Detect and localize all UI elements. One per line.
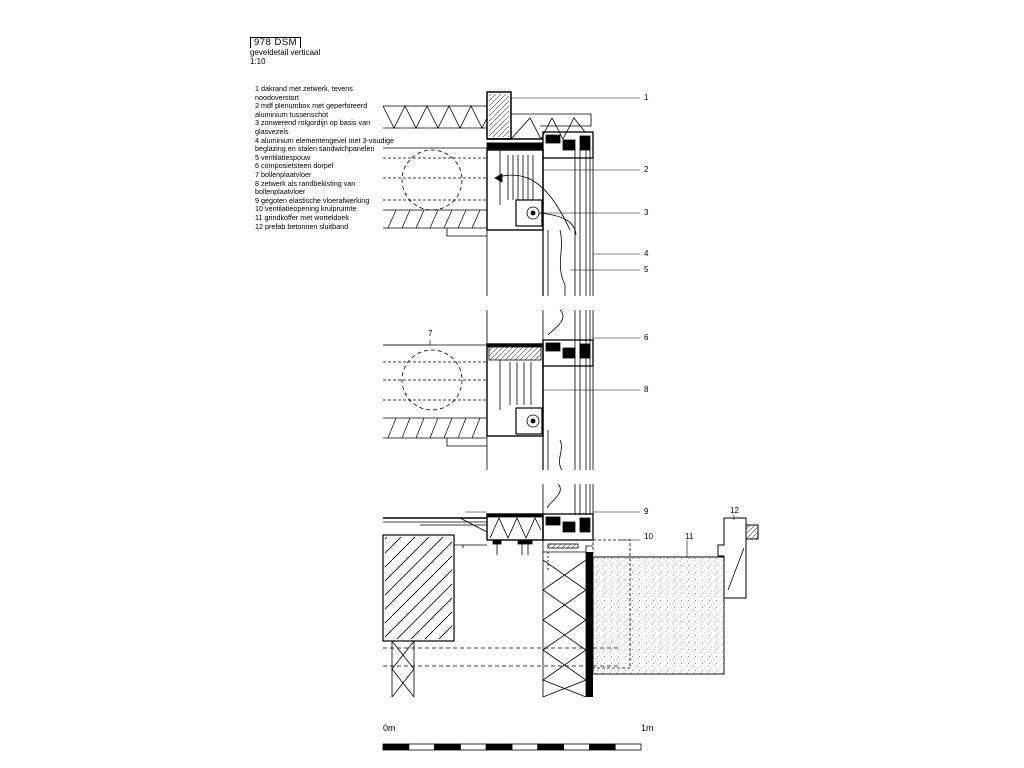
callout-5: 5 — [644, 265, 649, 274]
callout-leaders — [383, 97, 735, 557]
legend-item: 6 composietsteen dorpel — [255, 161, 334, 171]
scale-bar-segment — [408, 743, 435, 751]
callout-8: 8 — [644, 385, 649, 394]
legend-item: 10 ventilatieopening kruipruimte — [255, 204, 357, 214]
drawing-scale: 1:10 — [250, 57, 266, 66]
callout-11: 11 — [685, 532, 694, 541]
scale-bar — [382, 743, 642, 751]
drawing-title: geveldetail verticaal — [250, 47, 321, 57]
callout-10: 10 — [644, 532, 653, 541]
scale-bar-segment — [589, 743, 616, 751]
legend-item: 11 grindkoffer met worteldoek — [255, 212, 350, 222]
scale-end-label: 1m — [641, 723, 654, 733]
scale-bar-segment — [614, 743, 642, 751]
legend-item: 9 gegoten elastische vloerafwerking — [255, 195, 370, 205]
legend-item: 2 mdf plenumbox met geperforeerd alumini… — [255, 101, 368, 119]
callout-2: 2 — [644, 165, 649, 174]
roof-edge-section — [382, 91, 594, 296]
legend-item: 12 prefab betonnen sluitband — [255, 221, 349, 231]
ground-floor-section — [382, 483, 759, 698]
drawing-code: 978 DSM — [250, 37, 302, 48]
scale-bar-segment — [485, 743, 513, 751]
callout-6: 6 — [644, 333, 649, 342]
callout-7: 7 — [428, 329, 433, 338]
scale-start-label: 0m — [383, 723, 396, 733]
callout-9: 9 — [644, 507, 649, 516]
scale-bar-segment — [511, 743, 539, 751]
callout-12: 12 — [730, 506, 739, 515]
legend-list: 1 dakrand met zetwerk, tevens noodoverst… — [255, 84, 395, 231]
legend-item: 5 ventilatiespouw — [255, 152, 311, 162]
drawing-header: 978 DSM geveldetail verticaal 1:10 — [250, 37, 320, 67]
legend-item: 8 zetwerk als randbekisting van bollenpl… — [255, 178, 356, 197]
scale-bar-segment — [563, 743, 590, 751]
legend-item: 4 aluminium elementengevel met 3-voudige… — [255, 135, 395, 154]
callout-4: 4 — [644, 249, 649, 258]
legend-item: 3 zonwerend rolgordijn op basis van glas… — [255, 118, 371, 136]
scale-bar-segment — [434, 743, 461, 751]
scale-bar-segment — [537, 743, 564, 751]
legend-item: 7 bollenplaatvloer — [255, 169, 312, 179]
legend-item: 1 dakrand met zetwerk, tevens noodoverst… — [255, 84, 353, 102]
callout-1: 1 — [644, 93, 649, 102]
callout-3: 3 — [644, 208, 649, 217]
scale-bar-segment — [382, 743, 410, 751]
scale-bar-segment — [459, 743, 487, 751]
